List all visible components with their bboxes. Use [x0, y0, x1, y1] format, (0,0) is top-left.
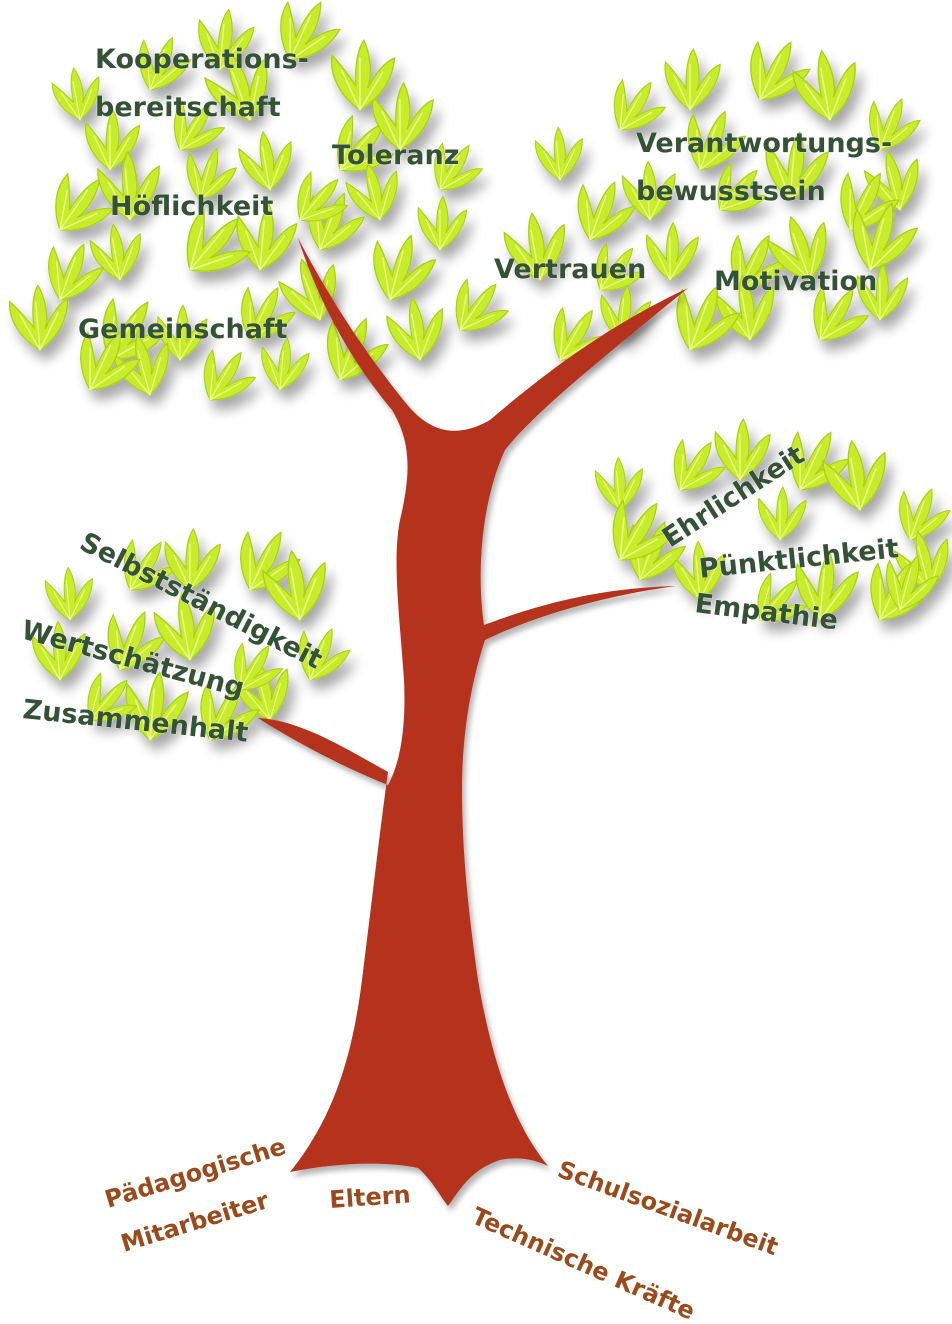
value-toleranz: Toleranz — [332, 140, 459, 171]
leaf-tuft — [786, 40, 872, 128]
root-eltern: Eltern — [328, 1180, 411, 1214]
value-verantwortungs: Verantwortungs- — [636, 128, 892, 159]
value-vertrauen: Vertrauen — [494, 254, 646, 285]
value-gemeinschaft: Gemeinschaft — [78, 314, 288, 345]
leaf-tuft — [643, 218, 706, 284]
root-schulsozialarbeit: Schulsozialarbeit — [554, 1155, 782, 1261]
leaf-tuft — [41, 561, 102, 625]
leaf-tuft — [531, 121, 592, 185]
value-motivation: Motivation — [714, 266, 877, 297]
value-kooperations: Kooperations- — [95, 44, 309, 75]
leaf-tuft — [369, 231, 439, 305]
value-bereitschaft: bereitschaft — [95, 92, 281, 123]
leaf-tuft — [893, 483, 952, 547]
leaf-tuft — [233, 123, 305, 197]
leaf-tuft — [414, 192, 474, 254]
value-bewusstsein: bewusstsein — [636, 176, 826, 207]
leaf-tuft — [193, 341, 263, 413]
value-hoeflichkeit: Höflichkeit — [110, 191, 273, 222]
leaf-tuft — [327, 34, 404, 115]
leaf-tuft — [381, 289, 457, 367]
leaf-tuft — [661, 44, 728, 114]
tree-trunk — [258, 238, 688, 1206]
